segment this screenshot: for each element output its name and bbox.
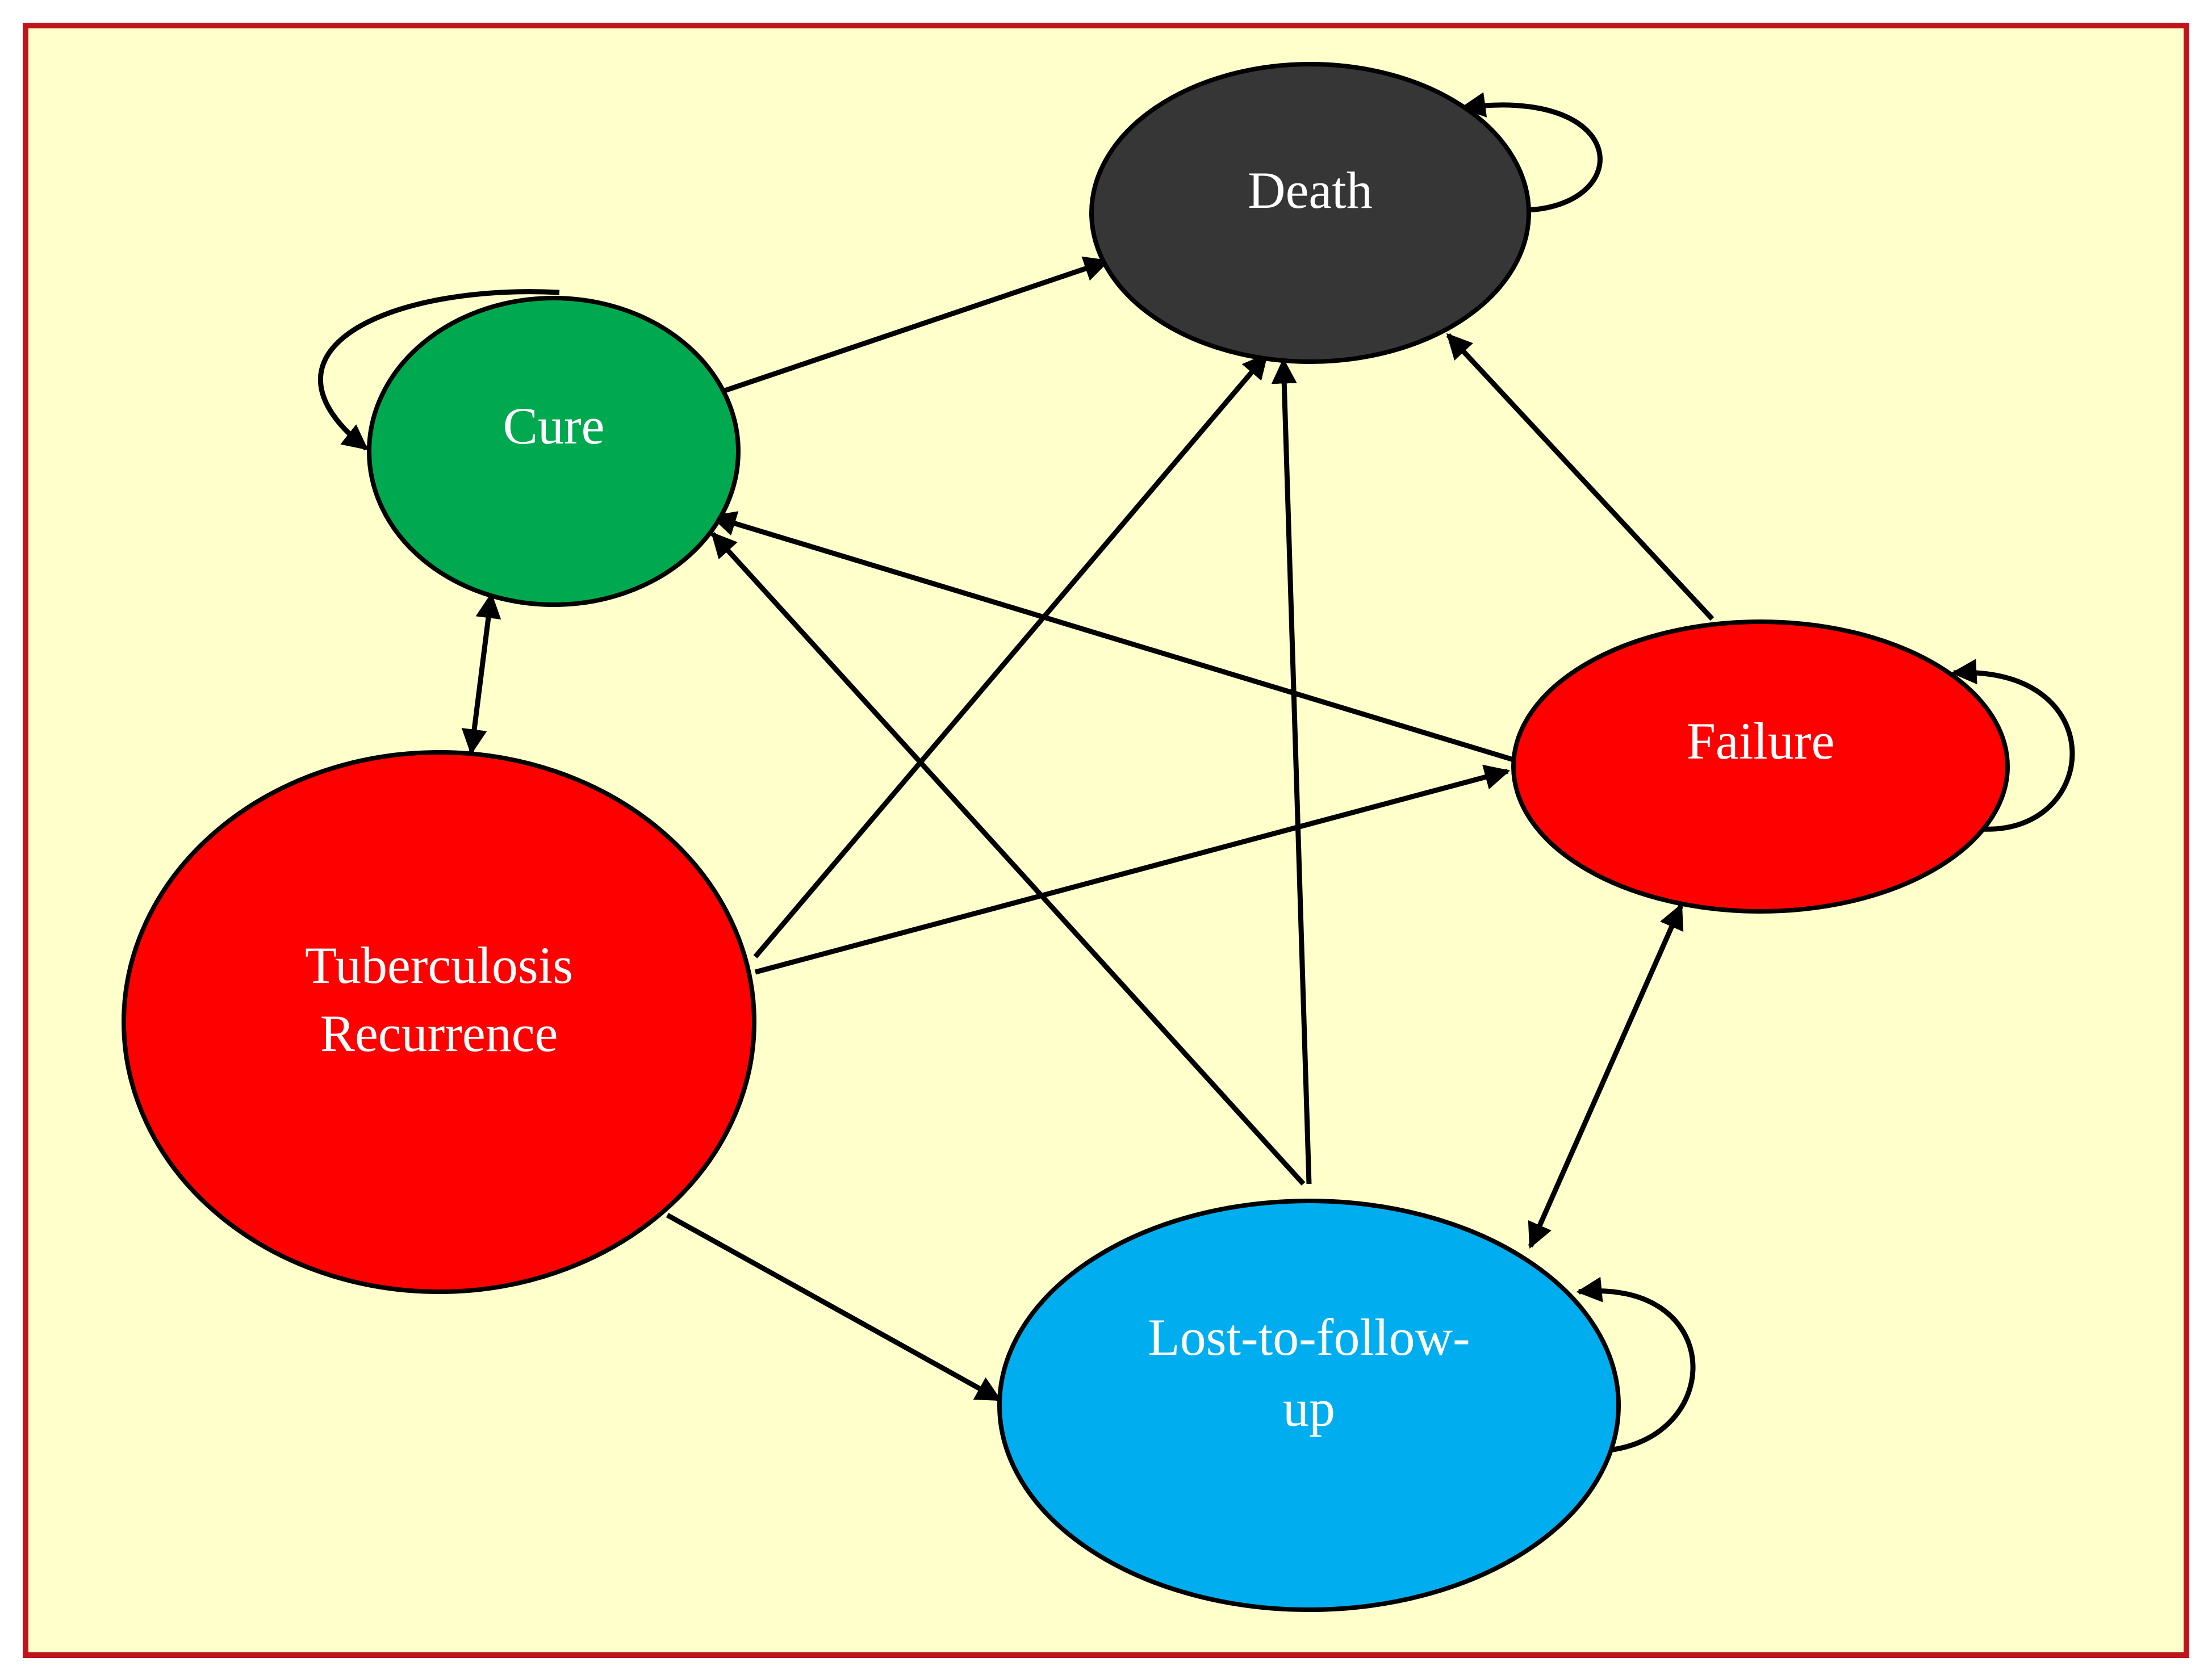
failure-label: Failure <box>1687 712 1835 770</box>
tb-recurrence-label-line2: Recurrence <box>320 1004 558 1062</box>
edge-cure-tb-recurrence-bidirectional <box>461 592 501 755</box>
edge-lost-to-death <box>1271 358 1312 1184</box>
lost-to-follow-up-label-line1: Lost-to-follow- <box>1148 1308 1470 1366</box>
tb-recurrence-label-line1: Tuberculosis <box>305 936 573 994</box>
edge-failure-lost-bidirectional <box>1528 903 1684 1249</box>
self-loop-failure <box>1951 659 2075 832</box>
cure-ellipse <box>367 296 741 607</box>
node-death: Death <box>1089 62 1531 364</box>
self-loops <box>317 92 2075 1454</box>
lost-to-follow-up-ellipse <box>997 1199 1621 1612</box>
edge-failure-to-death <box>1446 333 1715 621</box>
death-ellipse <box>1089 62 1531 364</box>
edge-tb-recurrence-to-death <box>753 353 1269 958</box>
edges <box>461 256 1715 1402</box>
self-loop-cure <box>317 289 560 451</box>
self-loop-death <box>1460 92 1603 213</box>
cure-label: Cure <box>503 397 605 455</box>
edge-tb-recurrence-to-failure <box>754 764 1511 975</box>
node-failure: Failure <box>1511 619 2010 914</box>
edge-failure-to-cure <box>710 511 1515 763</box>
edge-lost-to-cure <box>710 531 1306 1186</box>
edge-cure-to-death <box>720 256 1110 395</box>
node-tb-recurrence: Tuberculosis Recurrence <box>122 750 756 1294</box>
node-cure: Cure <box>367 296 741 607</box>
lost-to-follow-up-label-line2: up <box>1283 1379 1335 1437</box>
failure-ellipse <box>1511 619 2010 914</box>
self-loop-lost <box>1576 1276 1696 1454</box>
node-lost-to-follow-up: Lost-to-follow- up <box>997 1199 1621 1612</box>
death-label: Death <box>1248 161 1373 219</box>
edge-tb-recurrence-to-lost <box>666 1213 1002 1402</box>
tb-recurrence-ellipse <box>122 750 756 1294</box>
